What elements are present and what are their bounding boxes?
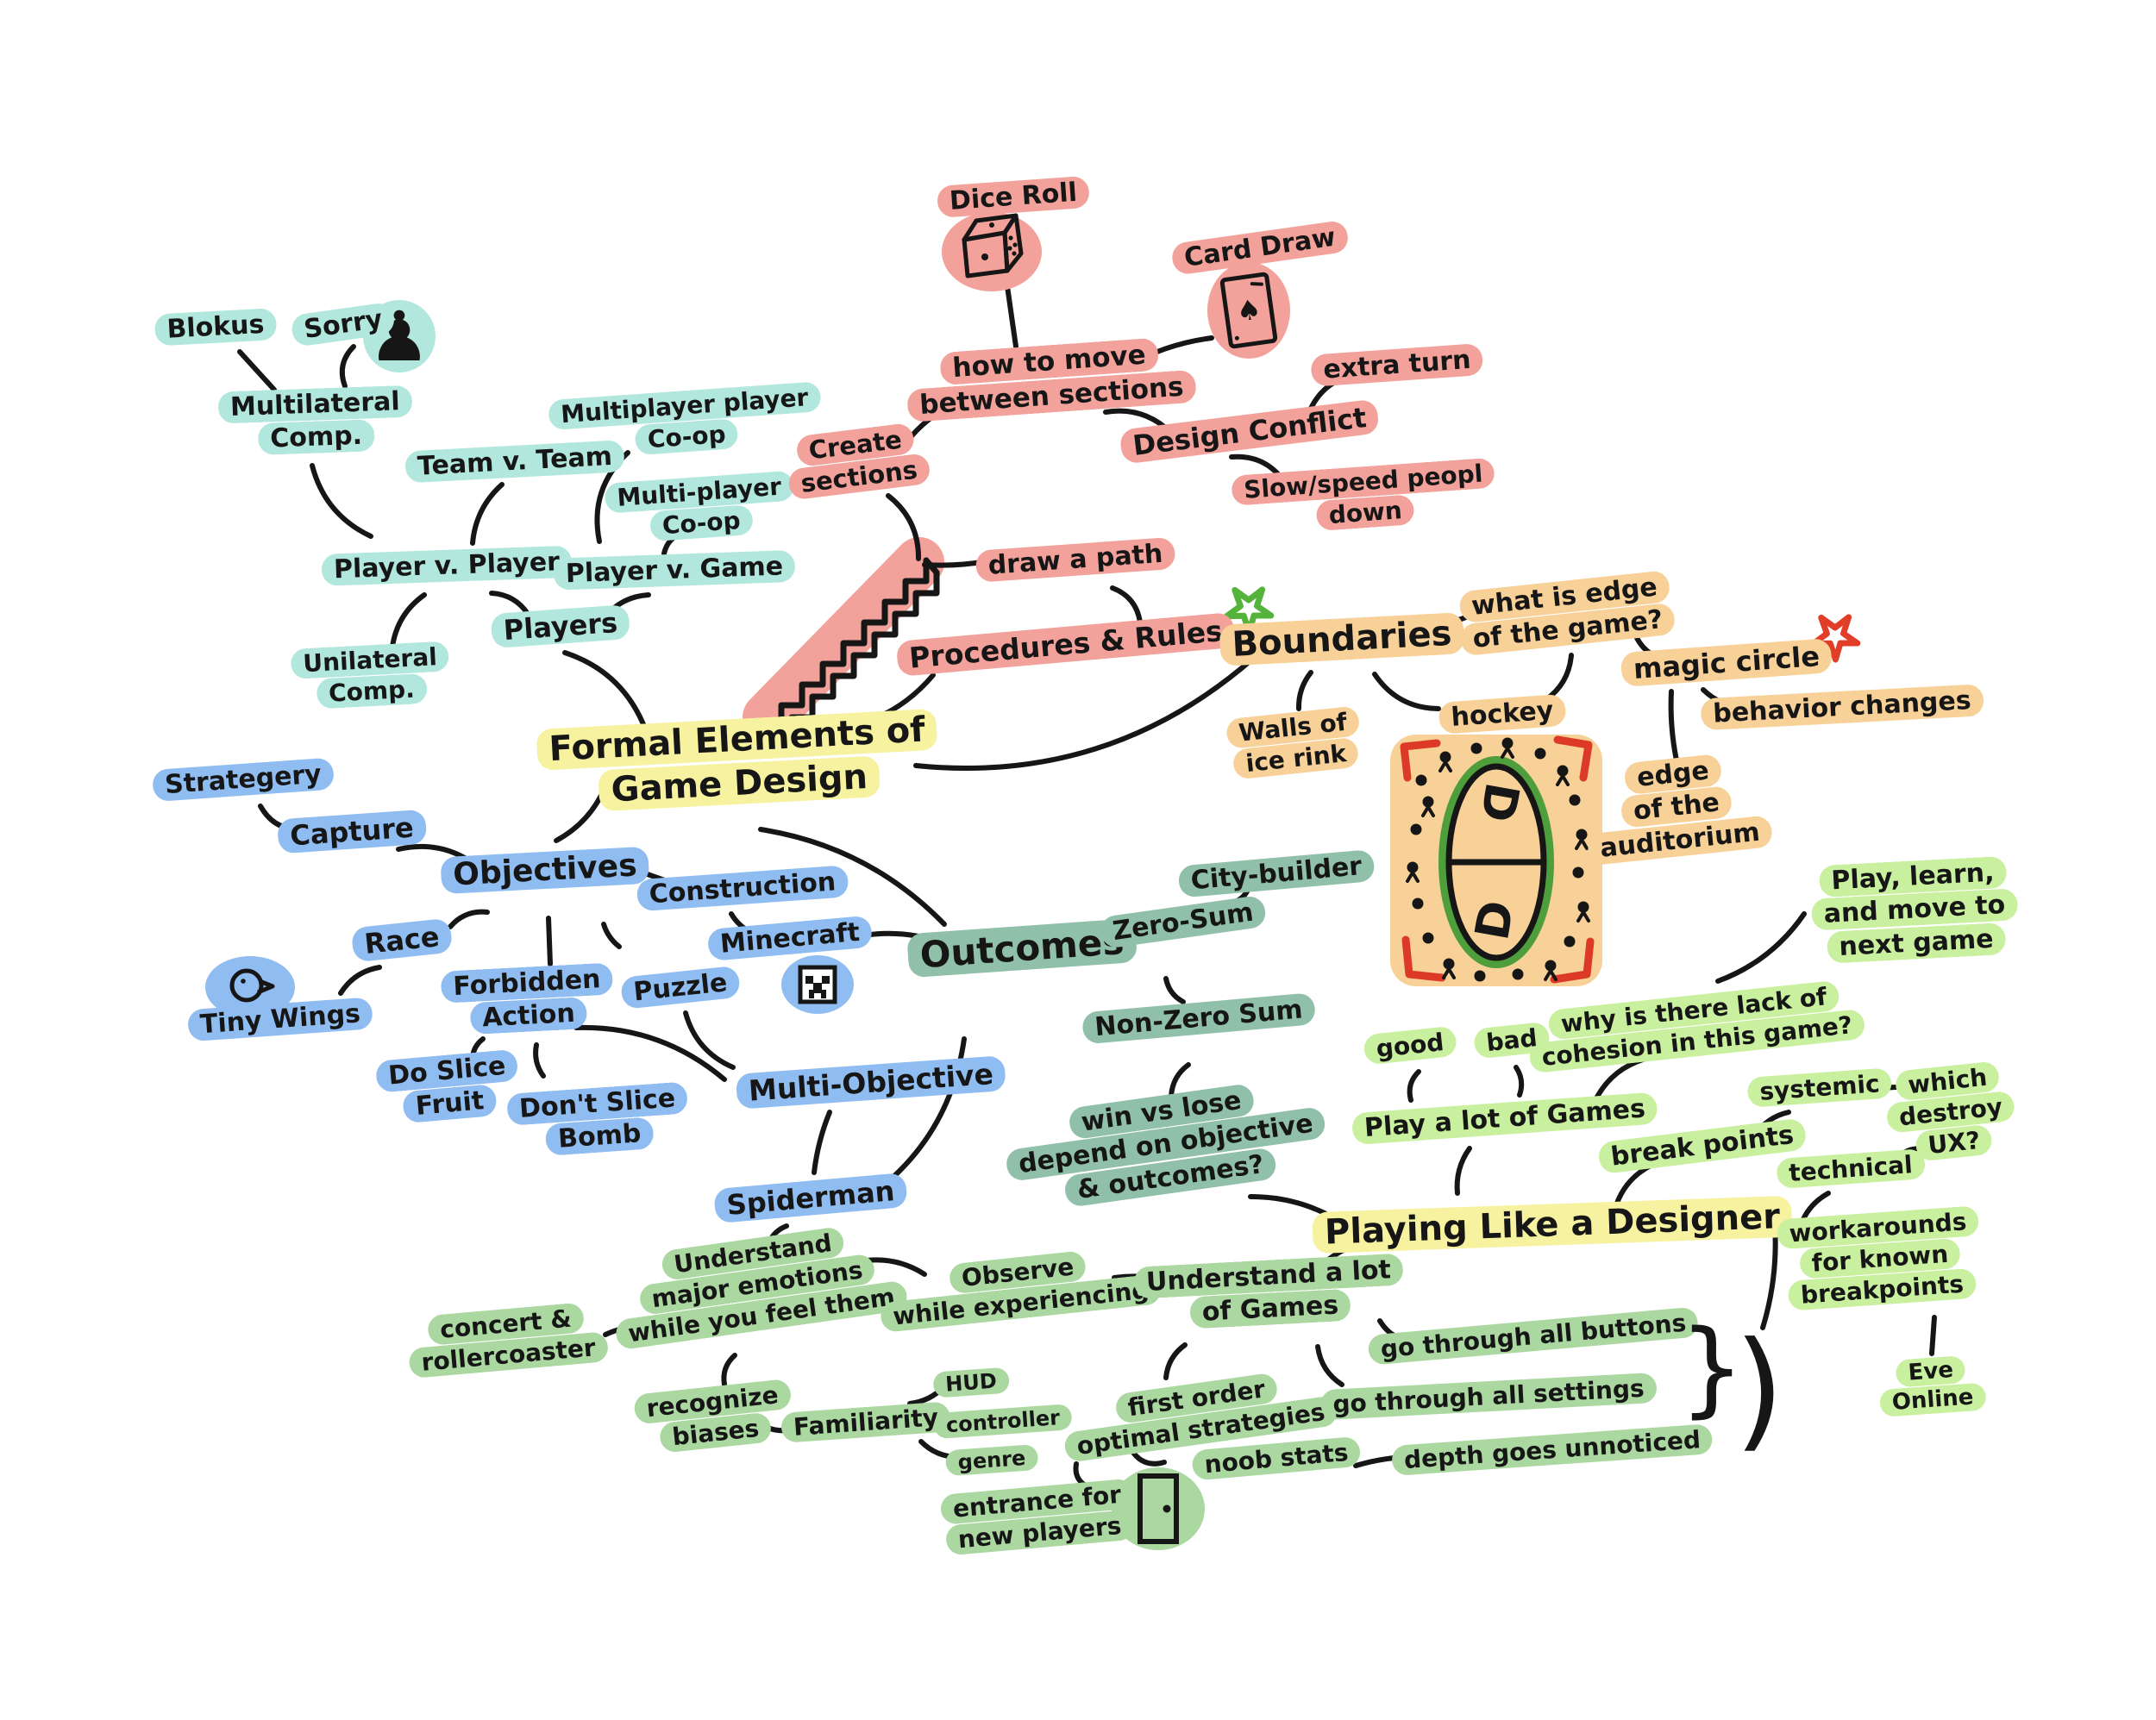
connector-line <box>721 1353 737 1387</box>
connector-line <box>1929 1315 1937 1356</box>
node-label: which destroy UX? <box>1885 1060 2016 1162</box>
connector-line <box>1315 1344 1344 1387</box>
connector-line <box>812 1110 832 1175</box>
connector-line <box>573 1024 727 1082</box>
node-dont-slice-bomb[interactable]: Don't Slice Bomb <box>505 1081 691 1160</box>
connector-line <box>758 827 947 927</box>
node-hud[interactable]: HUD <box>932 1367 1010 1399</box>
node-label: genre <box>944 1443 1039 1477</box>
node-play-learn[interactable]: Play, learn, and move to next game <box>1809 855 2020 966</box>
svg-text:D: D <box>1470 779 1530 826</box>
node-multi-player-coop[interactable]: Multi-player Co-op <box>604 470 796 546</box>
connector-line <box>1715 911 1807 984</box>
connector-line <box>448 909 490 929</box>
node-label: Unilateral Comp. <box>290 641 450 710</box>
connector-line <box>1454 1146 1472 1196</box>
node-label: Eve Online <box>1878 1355 1987 1418</box>
connector-line <box>338 965 382 996</box>
hockey-rink-drawing: DD <box>1390 735 1602 986</box>
node-do-slice-fruit[interactable]: Do Slice Fruit <box>374 1048 522 1128</box>
node-label: Walls of ice rink <box>1225 705 1361 780</box>
node-label: Understand a lot of Games <box>1133 1253 1404 1329</box>
connector-line <box>601 922 622 949</box>
node-understand-a-lot[interactable]: Understand a lot of Games <box>1133 1253 1406 1333</box>
connector-line <box>237 349 277 392</box>
connector-line <box>533 1042 546 1079</box>
connector-line <box>886 493 922 561</box>
node-label: Don't Slice Bomb <box>505 1081 689 1157</box>
creeper-icon <box>781 955 854 1014</box>
connector-line <box>1407 1069 1421 1103</box>
node-label: edge of the auditorium <box>1586 753 1774 866</box>
connector-line <box>1372 672 1441 711</box>
connector-line <box>1005 284 1018 349</box>
connector-line <box>310 463 373 539</box>
red-star-icon <box>1809 614 1861 663</box>
node-round-brace[interactable]: ) <box>1722 1307 1797 1473</box>
dice-icon <box>942 212 1042 291</box>
node-curly-brace[interactable]: } <box>1667 1303 1757 1435</box>
svg-text:♠: ♠ <box>1234 292 1263 328</box>
node-workarounds[interactable]: workarounds for known breakpoints <box>1776 1205 1984 1312</box>
connector-line <box>1110 585 1143 625</box>
bird-icon <box>205 956 295 1018</box>
door-icon <box>1112 1467 1205 1550</box>
connector-line <box>683 1010 736 1070</box>
node-label: Forbidden Action <box>440 962 614 1035</box>
connector-line <box>1295 670 1313 711</box>
node-edge-auditorium[interactable]: edge of the auditorium <box>1580 749 1774 867</box>
connector-line <box>470 482 505 546</box>
connector-line <box>913 654 1257 771</box>
node-blokus[interactable]: Blokus <box>154 308 278 347</box>
connector-line <box>1163 1342 1188 1380</box>
connector-line <box>390 592 427 649</box>
card-icon: ♠ <box>1207 262 1290 359</box>
svg-text:D: D <box>1464 897 1525 944</box>
connector-line <box>1668 689 1679 763</box>
connector-line <box>864 1257 927 1277</box>
node-label: ) <box>1733 1315 1785 1465</box>
node-label: Multilateral Comp. <box>217 385 413 456</box>
connector-line <box>339 344 356 389</box>
node-unilateral-comp[interactable]: Unilateral Comp. <box>290 641 452 710</box>
node-forbidden-action[interactable]: Forbidden Action <box>440 962 616 1037</box>
node-eve-online[interactable]: Eve Online <box>1877 1354 1987 1419</box>
node-label: HUD <box>932 1367 1010 1398</box>
connector-line <box>1514 1065 1525 1098</box>
connector-line <box>1163 976 1186 1004</box>
node-multilateral-comp[interactable]: Multilateral Comp. <box>217 385 413 459</box>
node-label: Play, learn, and move to next game <box>1810 855 2019 964</box>
node-label: Multi-player Co-op <box>604 470 795 542</box>
node-label: Do Slice Fruit <box>374 1048 519 1124</box>
node-label: } <box>1678 1309 1745 1429</box>
node-label: Blokus <box>154 308 278 347</box>
connector-line <box>546 916 553 966</box>
node-label: workarounds for known breakpoints <box>1776 1205 1980 1311</box>
connector-line <box>489 591 530 616</box>
connector-line <box>562 650 648 731</box>
